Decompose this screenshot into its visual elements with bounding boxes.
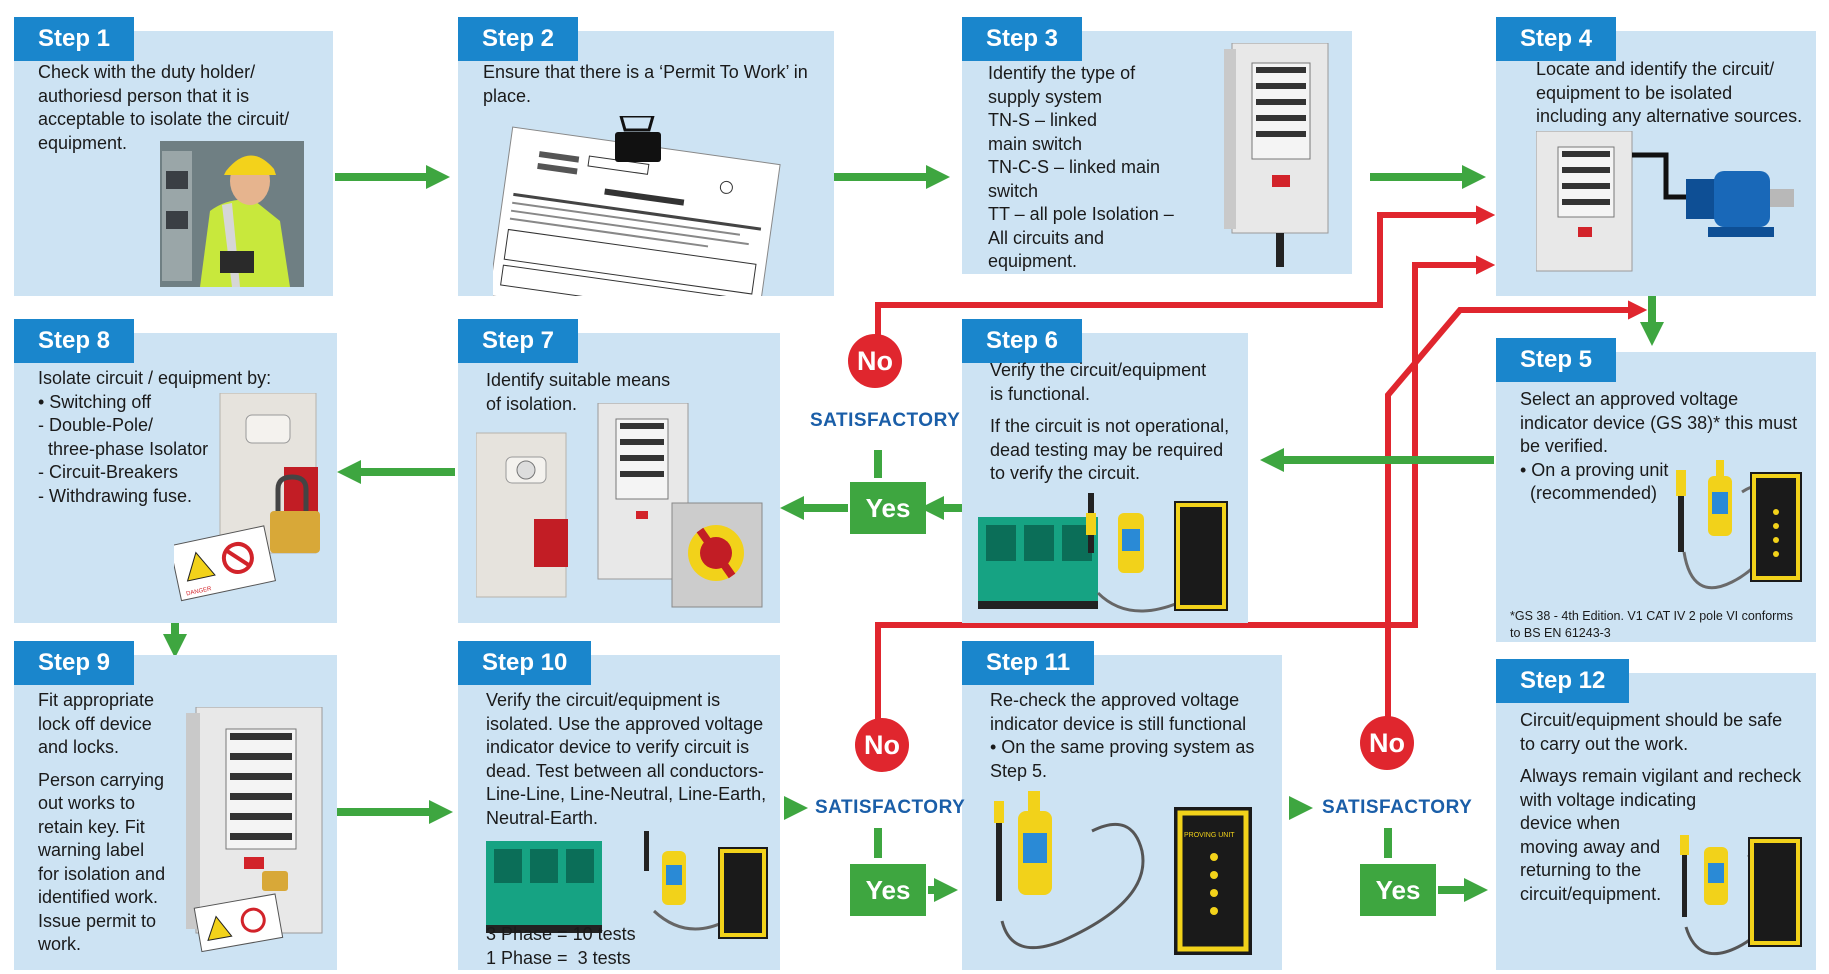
decision-1-satisfactory: SATISFACTORY — [810, 410, 961, 431]
step-5-title: Step 5 — [1496, 338, 1617, 382]
red-loop-1 — [875, 205, 1496, 355]
step-2-panel: Step 2 Ensure that there is a ‘Permit To… — [458, 17, 834, 296]
decision-2-satisfactory: SATISFACTORY — [815, 797, 966, 818]
danger-label: DANGER — [186, 586, 213, 597]
decision-3-no: No — [1360, 716, 1414, 770]
step-3-panel: Step 3 Identify the type of supply syste… — [962, 17, 1352, 274]
step-3-text: Identify the type of supply system TN-S … — [988, 63, 1174, 271]
step-7-text: Identify suitable means of isolation. — [486, 370, 671, 414]
step-8-text: Isolate circuit / equipment by: • Switch… — [38, 368, 272, 506]
step-9-title: Step 9 — [14, 641, 135, 685]
tester-proving-unit-icon-11: PROVING UNIT — [994, 791, 1252, 955]
tester-proving-unit-icon-12 — [1680, 835, 1802, 956]
voltage-indicator-and-proving-unit-icon — [1676, 460, 1802, 590]
step-12-panel: Step 12 Circuit/equipment should be safe… — [1496, 659, 1816, 970]
step-2-title: Step 2 — [458, 17, 579, 61]
decision-3-satisfactory: SATISFACTORY — [1322, 797, 1473, 818]
step-5-footnote: *GS 38 - 4th Edition. V1 CAT IV 2 pole V… — [1510, 609, 1794, 640]
step-9-panel: Step 9 Fit appropriate lock off device a… — [14, 641, 337, 970]
step-10-title: Step 10 — [458, 641, 592, 685]
step-12-text: Circuit/equipment should be safe to carr… — [1520, 710, 1802, 904]
decision-3-yes: Yes — [1360, 864, 1436, 916]
step-4-panel: Step 4 Locate and identify the circuit/ … — [1496, 17, 1816, 296]
step-5-panel: Step 5 Select an approved voltage indica… — [1496, 338, 1816, 642]
step-1-text: Check with the duty holder/ authoriesd p… — [38, 62, 290, 153]
step-8-title: Step 8 — [14, 319, 135, 363]
step-1-title: Step 1 — [14, 17, 135, 61]
decision-2-no: No — [855, 718, 909, 772]
step-6-title: Step 6 — [962, 319, 1083, 363]
step-11-panel: Step 11 Re-check the approved voltage in… — [962, 641, 1282, 970]
decision-1-no: No — [848, 334, 902, 388]
decision-1-yes: Yes — [850, 482, 926, 534]
step-10-text: Verify the circuit/equipment is isolated… — [486, 690, 767, 828]
step-4-title: Step 4 — [1496, 17, 1617, 61]
decision-2-yes: Yes — [850, 864, 926, 916]
step-7-title: Step 7 — [458, 319, 579, 363]
step-6-panel: Step 6 Verify the circuit/equipment is f… — [962, 319, 1248, 623]
proving-unit-label: PROVING UNIT — [1184, 832, 1235, 839]
step-8-panel: Step 8 Isolate circuit / equipment by: •… — [14, 319, 337, 623]
step-2-text: Ensure that there is a ‘Permit To Work’ … — [483, 62, 808, 106]
red-loop-3 — [1385, 300, 1648, 720]
red-loop-2 — [875, 255, 1496, 722]
generator-tester-icon-10 — [486, 831, 768, 939]
isolator-and-switch-icon — [476, 403, 763, 608]
board-and-motor-icon — [1536, 131, 1794, 272]
locked-board-icon — [186, 707, 323, 953]
step-9-text: Fit appropriate lock off device and lock… — [38, 690, 166, 954]
electrician-photo — [160, 141, 304, 287]
binder-clip — [619, 116, 655, 132]
step-12-title: Step 12 — [1496, 659, 1630, 703]
step-1-panel: Step 1 Check with the duty holder/ autho… — [14, 17, 333, 296]
step-5-text: Select an approved voltage indicator dev… — [1520, 389, 1798, 503]
step-6-text: Verify the circuit/equipment is function… — [990, 360, 1230, 483]
generator-and-tester-icon — [978, 493, 1228, 613]
lockout-isolator-icon: DANGER — [174, 393, 320, 602]
distribution-board-icon — [1224, 43, 1329, 267]
step-11-title: Step 11 — [962, 641, 1095, 685]
step-4-text: Locate and identify the circuit/ equipme… — [1536, 59, 1803, 126]
permit-document — [493, 116, 781, 296]
step-3-title: Step 3 — [962, 17, 1083, 61]
step-10-tests: 3 Phase = 10 tests 1 Phase = 3 tests — [486, 924, 636, 968]
step-7-panel: Step 7 Identify suitable means of isolat… — [458, 319, 780, 623]
step-10-panel: Step 10 Verify the circuit/equipment is … — [458, 641, 780, 970]
step-11-text: Re-check the approved voltage indicator … — [990, 690, 1255, 781]
